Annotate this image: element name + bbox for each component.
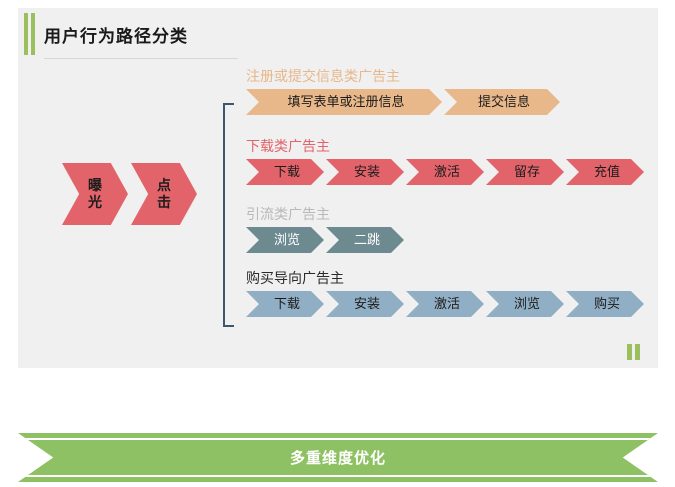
entry-step-exposure[interactable]: 曝光 xyxy=(62,163,128,225)
chevron-step[interactable]: 提交信息 xyxy=(444,89,560,115)
chevron-step[interactable]: 安装 xyxy=(326,291,404,317)
title-divider xyxy=(44,58,238,59)
chevron-step[interactable]: 填写表单或注册信息 xyxy=(246,89,442,115)
chevron-spacer xyxy=(484,159,486,185)
accent-bar xyxy=(627,344,632,360)
row-label: 引流类广告主 xyxy=(246,208,330,223)
row-label: 注册或提交信息类广告主 xyxy=(246,70,400,85)
content-panel: 用户行为路径分类 曝光 点击 注册或提交信息类广告主 填写表单或注册信息 提交信… xyxy=(18,8,658,368)
chevron-step[interactable]: 安装 xyxy=(326,159,404,185)
chevron-step[interactable]: 购买 xyxy=(566,291,644,317)
chevron-strip: 下载 安装 激活 浏览 购买 xyxy=(246,291,644,317)
chevron-label: 安装 xyxy=(353,296,380,311)
chevron-label: 提交信息 xyxy=(477,94,530,109)
entry-step-label: 曝光 xyxy=(88,177,102,210)
chevron-label: 浏览 xyxy=(273,232,300,247)
row-label: 购买导向广告主 xyxy=(246,272,344,287)
chevron-label: 下载 xyxy=(273,164,300,179)
chevron-step[interactable]: 浏览 xyxy=(246,227,324,253)
chevron-label: 留存 xyxy=(513,164,540,179)
bottom-ribbon-banner: 多重维度优化 xyxy=(18,433,658,482)
chevron-step[interactable]: 充值 xyxy=(566,159,644,185)
chevron-label: 充值 xyxy=(593,164,620,179)
grouping-bracket xyxy=(223,103,234,327)
chevron-label: 安装 xyxy=(353,164,380,179)
chevron-spacer xyxy=(564,291,566,317)
chevron-spacer xyxy=(442,89,444,115)
row-label: 下载类广告主 xyxy=(246,140,330,155)
path-row-purchase: 购买导向广告主 下载 安装 激活 浏览 购买 xyxy=(246,272,644,317)
entry-step-label: 点击 xyxy=(157,177,171,210)
chevron-label: 激活 xyxy=(433,164,460,179)
chevron-label: 填写表单或注册信息 xyxy=(287,94,405,109)
chevron-step[interactable]: 激活 xyxy=(406,291,484,317)
chevron-spacer xyxy=(324,291,326,317)
chevron-spacer xyxy=(324,159,326,185)
chevron-spacer xyxy=(404,291,406,317)
entry-flow: 曝光 点击 xyxy=(62,163,197,225)
chevron-label: 二跳 xyxy=(353,232,380,247)
accent-bars-top-left xyxy=(24,13,35,55)
chevron-strip: 下载 安装 激活 留存 充值 xyxy=(246,159,644,185)
chevron-spacer xyxy=(484,291,486,317)
path-row-download: 下载类广告主 下载 安装 激活 留存 充值 xyxy=(246,140,644,185)
path-row-traffic: 引流类广告主 浏览 二跳 xyxy=(246,208,404,253)
accent-bars-bottom-right xyxy=(627,344,640,360)
chevron-label: 下载 xyxy=(273,296,300,311)
chevron-step[interactable]: 激活 xyxy=(406,159,484,185)
accent-bar xyxy=(31,13,35,55)
accent-bar xyxy=(635,344,640,360)
chevron-strip: 浏览 二跳 xyxy=(246,227,404,253)
entry-step-click[interactable]: 点击 xyxy=(131,163,197,225)
chevron-step[interactable]: 留存 xyxy=(486,159,564,185)
chevron-spacer xyxy=(324,227,326,253)
chevron-label: 浏览 xyxy=(513,296,540,311)
chevron-label: 购买 xyxy=(593,296,620,311)
chevron-spacer xyxy=(564,159,566,185)
chevron-label: 激活 xyxy=(433,296,460,311)
chevron-step[interactable]: 下载 xyxy=(246,291,324,317)
ribbon-label: 多重维度优化 xyxy=(289,450,386,467)
path-row-register: 注册或提交信息类广告主 填写表单或注册信息 提交信息 xyxy=(246,70,560,115)
chevron-step[interactable]: 下载 xyxy=(246,159,324,185)
chevron-spacer xyxy=(404,159,406,185)
chevron-step[interactable]: 浏览 xyxy=(486,291,564,317)
accent-bar xyxy=(24,13,28,55)
chevron-step[interactable]: 二跳 xyxy=(326,227,404,253)
page-title: 用户行为路径分类 xyxy=(44,27,188,46)
chevron-strip: 填写表单或注册信息 提交信息 xyxy=(246,89,560,115)
